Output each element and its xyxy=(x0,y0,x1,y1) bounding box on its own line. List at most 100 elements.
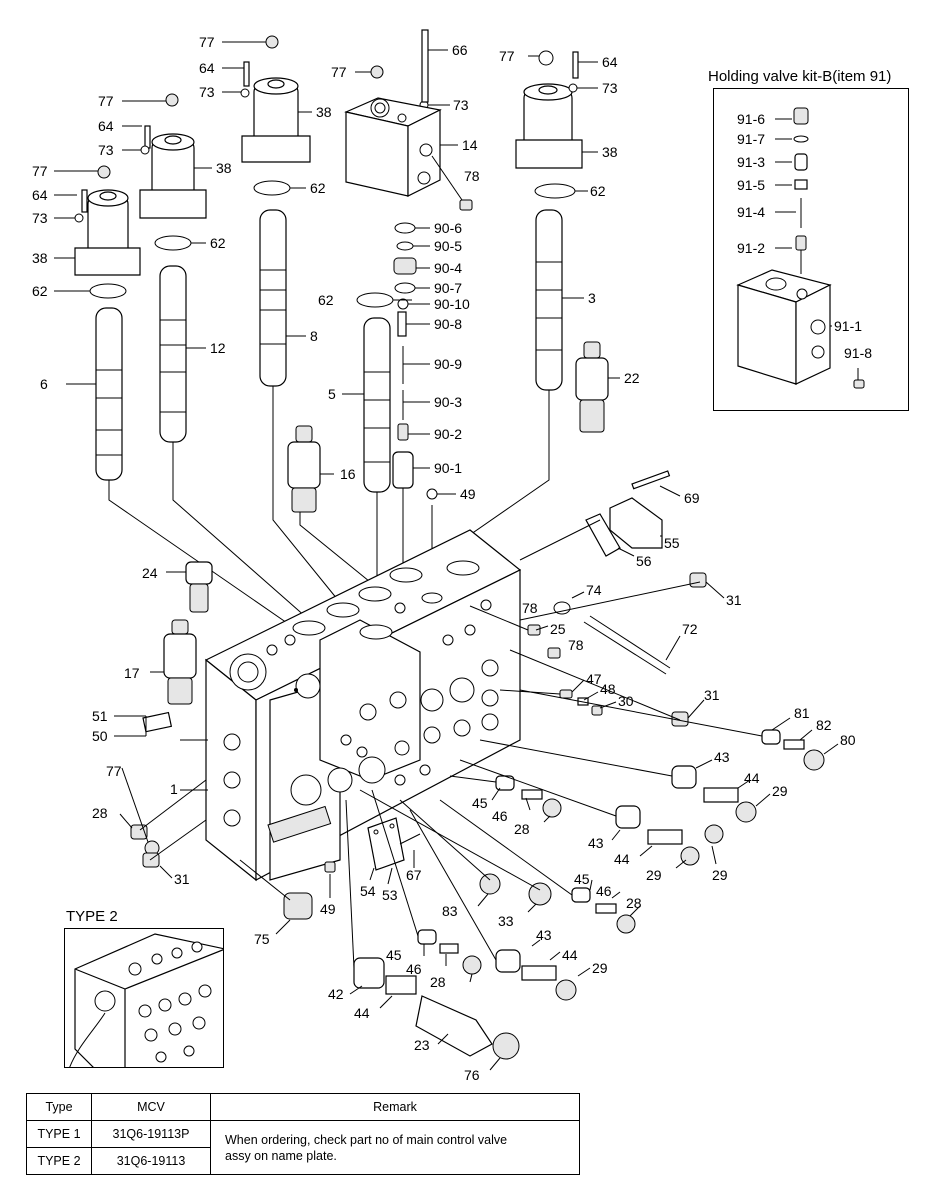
label-80: 80 xyxy=(840,732,856,748)
label-78: 78 xyxy=(522,600,538,616)
relief-valve-24 xyxy=(185,561,213,613)
label-46: 46 xyxy=(492,808,508,824)
label-62: 62 xyxy=(32,283,48,299)
header-type: Type xyxy=(26,1093,92,1121)
label-8: 8 xyxy=(310,328,318,344)
label-73: 73 xyxy=(98,142,114,158)
label-76: 76 xyxy=(464,1067,480,1083)
label-44: 44 xyxy=(614,851,630,867)
label-25: 25 xyxy=(550,621,566,637)
spool-8 xyxy=(259,209,287,387)
body-leader-lines xyxy=(139,519,763,969)
label-74: 74 xyxy=(586,582,602,598)
label-28: 28 xyxy=(430,974,446,990)
label-67: 67 xyxy=(406,867,422,883)
label-48: 48 xyxy=(600,681,616,697)
label-12: 12 xyxy=(210,340,226,356)
row-mcv: 31Q6-19113P xyxy=(91,1120,211,1148)
relief-valve-17 xyxy=(163,619,197,705)
label-49: 49 xyxy=(320,901,336,917)
label-91-3: 91-3 xyxy=(737,154,765,170)
label-69: 69 xyxy=(684,490,700,506)
label-62: 62 xyxy=(590,183,606,199)
relief-valve-16 xyxy=(287,425,321,513)
label-30: 30 xyxy=(618,693,634,709)
label-6: 6 xyxy=(40,376,48,392)
label-3: 3 xyxy=(588,290,596,306)
mcv-table: Type MCV Remark TYPE 1 31Q6-19113P When … xyxy=(26,1093,580,1175)
label-75: 75 xyxy=(254,931,270,947)
label-83: 83 xyxy=(442,903,458,919)
label-31: 31 xyxy=(174,871,190,887)
remark-line-2: assy on name plate. xyxy=(225,1148,337,1163)
header-remark: Remark xyxy=(210,1093,580,1121)
label-73: 73 xyxy=(602,80,618,96)
label-45: 45 xyxy=(386,947,402,963)
label-91-1: 91-1 xyxy=(834,318,862,334)
label-47: 47 xyxy=(586,671,602,687)
label-leaders xyxy=(54,41,859,1071)
label-45: 45 xyxy=(574,871,590,887)
label-91-7: 91-7 xyxy=(737,131,765,147)
relief-valve-22 xyxy=(575,341,609,433)
label-22: 22 xyxy=(624,370,640,386)
kit-title: Holding valve kit-B(item 91) xyxy=(708,68,892,85)
label-91-6: 91-6 xyxy=(737,111,765,127)
part-labels: 77 64 73 38 77 64 73 38 77 64 73 38 62 6… xyxy=(32,34,872,1083)
label-73: 73 xyxy=(453,97,469,113)
label-53: 53 xyxy=(382,887,398,903)
label-77: 77 xyxy=(98,93,114,109)
label-78: 78 xyxy=(568,637,584,653)
label-62: 62 xyxy=(310,180,326,196)
label-45: 45 xyxy=(472,795,488,811)
label-73: 73 xyxy=(32,210,48,226)
solenoid-right xyxy=(515,50,583,169)
label-42: 42 xyxy=(328,986,344,1002)
row-type: TYPE 2 xyxy=(26,1147,92,1175)
spool-12 xyxy=(159,265,187,443)
type2-inset xyxy=(64,928,224,1068)
label-64: 64 xyxy=(199,60,215,76)
label-51: 51 xyxy=(92,708,108,724)
solenoid-left-1 xyxy=(74,189,141,276)
label-44: 44 xyxy=(744,770,760,786)
row-mcv: 31Q6-19113 xyxy=(91,1147,211,1175)
label-38: 38 xyxy=(602,144,618,160)
label-77: 77 xyxy=(199,34,215,50)
label-56: 56 xyxy=(636,553,652,569)
holding-valve-block-14 xyxy=(344,97,442,197)
label-77: 77 xyxy=(331,64,347,80)
label-62: 62 xyxy=(318,292,334,308)
label-49: 49 xyxy=(460,486,476,502)
label-66: 66 xyxy=(452,42,468,58)
label-90-9: 90-9 xyxy=(434,356,462,372)
label-78: 78 xyxy=(464,168,480,184)
label-44: 44 xyxy=(354,1005,370,1021)
label-38: 38 xyxy=(216,160,232,176)
table-row: TYPE 1 31Q6-19113P When ordering, check … xyxy=(26,1120,580,1175)
label-64: 64 xyxy=(98,118,114,134)
label-23: 23 xyxy=(414,1037,430,1053)
label-90-6: 90-6 xyxy=(434,220,462,236)
label-31: 31 xyxy=(704,687,720,703)
header-mcv: MCV xyxy=(91,1093,211,1121)
label-90-4: 90-4 xyxy=(434,260,462,276)
row-remark: When ordering, check part no of main con… xyxy=(210,1120,580,1175)
label-64: 64 xyxy=(32,187,48,203)
label-5: 5 xyxy=(328,386,336,402)
label-90-8: 90-8 xyxy=(434,316,462,332)
spool-3 xyxy=(535,209,563,391)
label-82: 82 xyxy=(816,717,832,733)
label-29: 29 xyxy=(712,867,728,883)
label-24: 24 xyxy=(142,565,158,581)
kit-box xyxy=(713,88,909,411)
label-38: 38 xyxy=(316,104,332,120)
label-46: 46 xyxy=(596,883,612,899)
label-46: 46 xyxy=(406,961,422,977)
label-17: 17 xyxy=(124,665,140,681)
label-16: 16 xyxy=(340,466,356,482)
label-90-10: 90-10 xyxy=(434,296,470,312)
label-77: 77 xyxy=(106,763,122,779)
label-29: 29 xyxy=(772,783,788,799)
